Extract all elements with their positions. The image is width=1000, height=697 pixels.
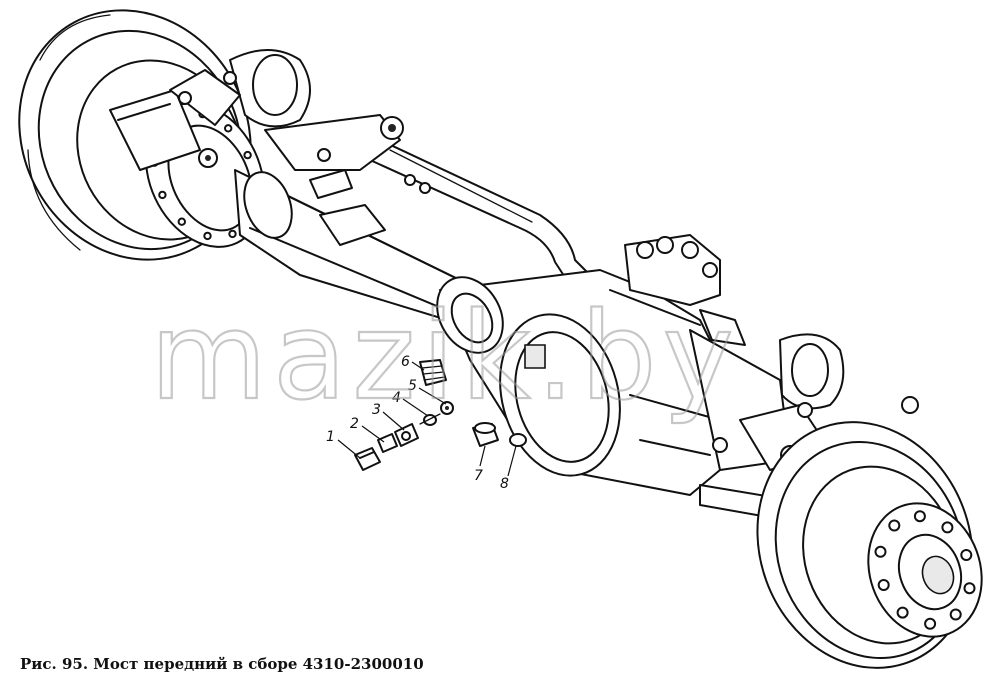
watermark: mazik.by [150, 288, 740, 427]
callout-4: 4 [392, 390, 401, 406]
wheel-stud [874, 545, 887, 558]
left-steering-knuckle [109, 49, 311, 171]
callout-labels: 1 2 3 4 5 6 7 8 [326, 354, 509, 492]
exploded-parts [354, 359, 527, 471]
right-hub-flange [867, 502, 983, 638]
callout-2: 2 [350, 416, 359, 432]
differential-housing [436, 269, 731, 496]
wheel-stud [963, 582, 976, 595]
callout-leaders [337, 361, 517, 477]
callout-6: 6 [401, 354, 410, 370]
callout-3: 3 [372, 402, 381, 418]
steering-arm-bracket [264, 114, 431, 194]
part-8-housing-boss [509, 433, 527, 447]
wheel-stud [949, 608, 962, 621]
hub-bolt [224, 124, 233, 133]
part-6-breather [419, 359, 447, 386]
wheel-stud [913, 510, 926, 523]
wheel-stud [877, 579, 890, 591]
figure-caption: Рис. 95. Мост передний в сборе 4310-2300… [20, 655, 424, 673]
wheel-stud [924, 617, 937, 630]
wheel-stud [941, 521, 954, 534]
pinion-flange [624, 234, 721, 306]
wheel-stud [888, 519, 901, 532]
hub-bolt [177, 217, 187, 226]
part-7-drain-plug [472, 422, 499, 447]
hub-bolt [228, 229, 237, 239]
wheel-stud [960, 549, 973, 561]
part-1-plug [354, 447, 381, 471]
hub-bolt [203, 231, 212, 241]
hub-bolt [243, 150, 252, 160]
callout-7: 7 [474, 468, 483, 484]
hub-bolt [158, 190, 167, 200]
wheel-stud [896, 606, 909, 619]
callout-1: 1 [326, 429, 335, 445]
part-3-fitting [394, 423, 419, 447]
part-5-nut [440, 401, 454, 415]
part-4-washer [419, 413, 441, 426]
callout-8: 8 [500, 476, 509, 492]
part-2-bolt [377, 433, 398, 453]
callout-5: 5 [408, 378, 417, 394]
